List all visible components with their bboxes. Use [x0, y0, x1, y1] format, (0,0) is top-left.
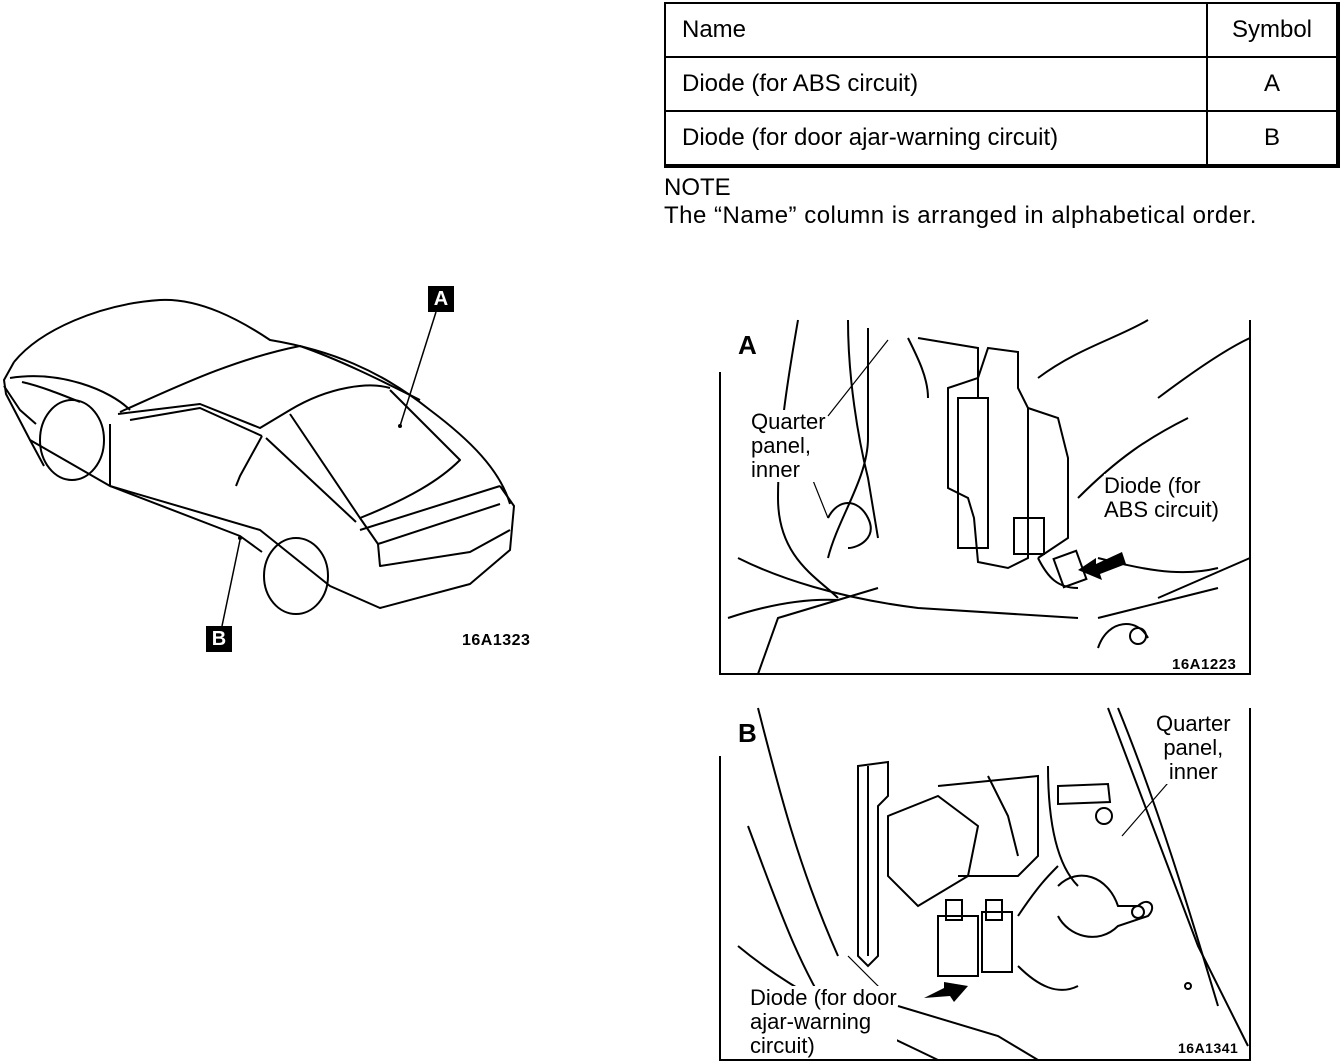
label-line: ABS circuit): [1104, 497, 1219, 522]
label-line: Diode (for door: [750, 985, 897, 1010]
table-header-name: Name: [664, 2, 1208, 58]
location-tag-a: A: [428, 286, 454, 312]
table-cell-name: Diode (for door ajar-warning circuit): [664, 110, 1208, 167]
label-line: ajar-warning: [750, 1009, 872, 1034]
detail-b-diode-label: Diode (for door ajar-warning circuit): [750, 986, 897, 1058]
overview-figure-code: 16A1323: [462, 632, 531, 649]
label-line: inner: [751, 457, 800, 482]
table-cell-symbol: A: [1206, 56, 1339, 112]
note-title: NOTE: [664, 174, 731, 201]
label-line: Quarter: [751, 409, 826, 434]
label-line: Diode (for: [1104, 473, 1201, 498]
label-line: circuit): [750, 1033, 815, 1058]
detail-a-letter: A: [738, 330, 757, 360]
component-table: Name Symbol Diode (for ABS circuit) A Di…: [664, 2, 1340, 168]
label-line: panel,: [751, 433, 811, 458]
note-text: The “Name” column is arranged in alphabe…: [664, 202, 1257, 229]
label-line: inner: [1168, 759, 1218, 784]
detail-a-illustration: [719, 319, 1251, 675]
car-overview-illustration: [3, 298, 515, 627]
label-line: Quarter: [1156, 711, 1231, 736]
detail-a-quarter-label: Quarter panel, inner: [751, 410, 826, 482]
table-row: Diode (for ABS circuit) A: [664, 56, 1339, 112]
detail-b-quarter-label: Quarter panel, inner: [1156, 712, 1231, 784]
table-row: Diode (for door ajar-warning circuit) B: [664, 110, 1339, 167]
table-cell-name: Diode (for ABS circuit): [664, 56, 1208, 112]
detail-a-diode-label: Diode (for ABS circuit): [1104, 474, 1219, 522]
table-cell-symbol: B: [1206, 110, 1339, 167]
note-block: NOTE The “Name” column is arranged in al…: [664, 174, 1257, 230]
location-tag-b: B: [206, 626, 232, 652]
detail-a-figure-code: 16A1223: [1172, 656, 1237, 673]
label-line: panel,: [1163, 735, 1224, 760]
detail-b-letter: B: [738, 718, 757, 748]
detail-b-figure-code: 16A1341: [1178, 1040, 1239, 1056]
table-header-symbol: Symbol: [1206, 2, 1339, 58]
table-header-row: Name Symbol: [664, 2, 1339, 58]
